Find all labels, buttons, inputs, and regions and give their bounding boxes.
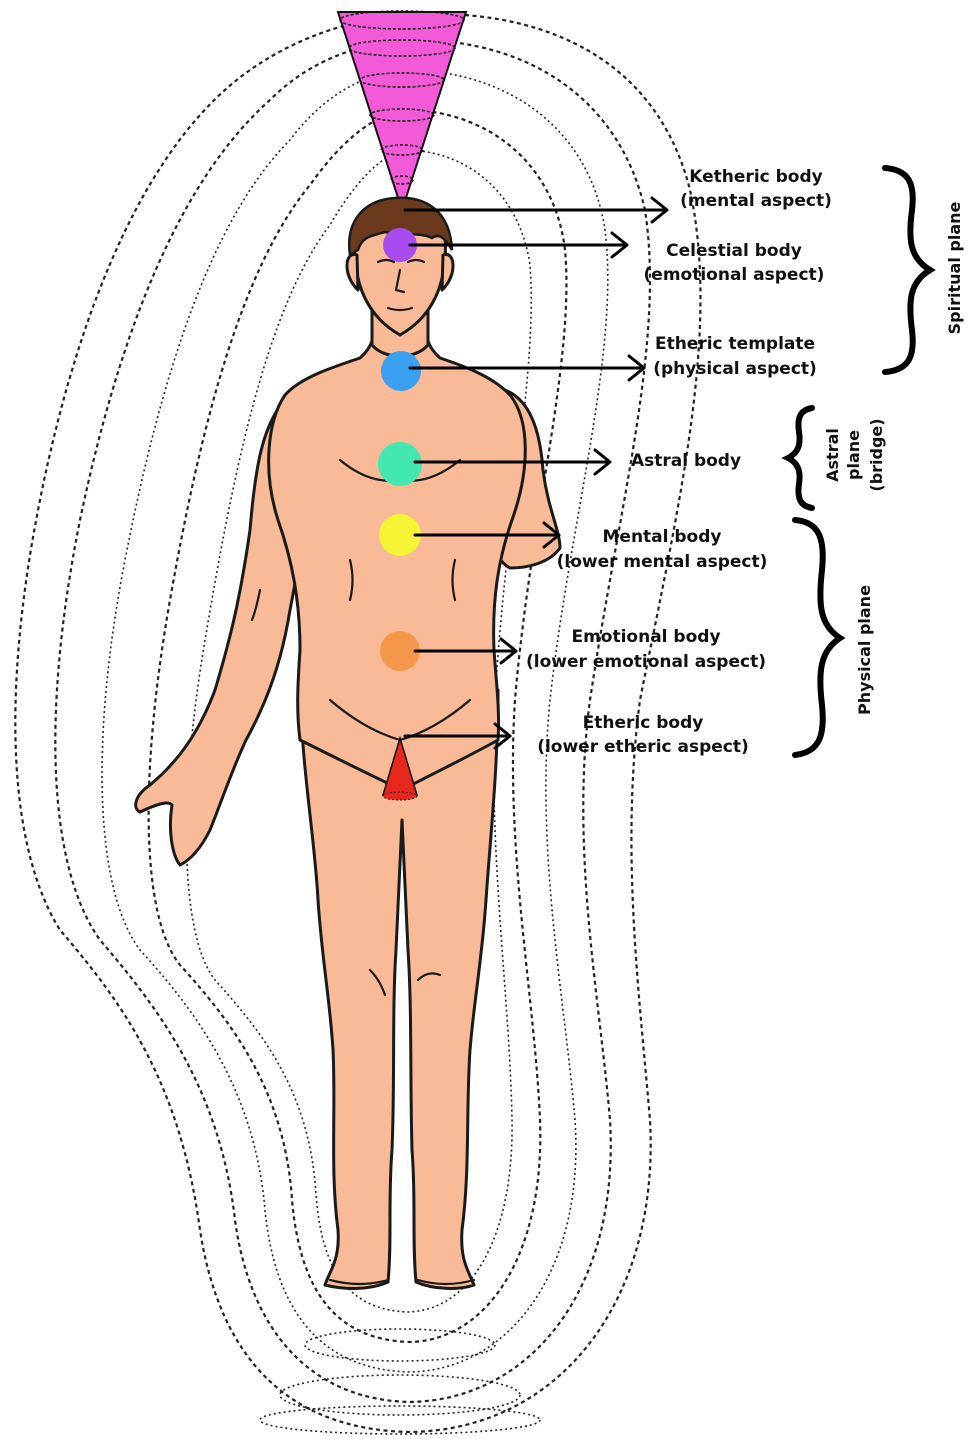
plane-astral-line2: plane xyxy=(844,430,863,480)
plane-astral-line1: Astral xyxy=(823,428,842,482)
brace-spiritual xyxy=(885,168,930,372)
aura-feet-ring-3 xyxy=(260,1406,540,1434)
label-etheric-template-title: Etheric template xyxy=(655,334,815,354)
plane-physical: Physical plane xyxy=(855,585,874,715)
brace-astral xyxy=(788,408,812,508)
label-emotional-title: Emotional body xyxy=(571,627,720,647)
label-etheric-aspect: (lower etheric aspect) xyxy=(537,737,749,757)
label-etheric-template-aspect: (physical aspect) xyxy=(653,359,817,379)
label-emotional-aspect: (lower emotional aspect) xyxy=(526,652,766,672)
label-mental-aspect: (lower mental aspect) xyxy=(557,552,768,572)
plane-astral-line3: (bridge) xyxy=(867,418,886,491)
human-figure xyxy=(136,198,560,1289)
label-mental-title: Mental body xyxy=(603,527,722,547)
label-celestial-aspect: (emotional aspect) xyxy=(644,265,825,285)
label-ketheric-aspect: (mental aspect) xyxy=(680,191,832,211)
chakra-heart xyxy=(378,442,422,486)
plane-spiritual: Spiritual plane xyxy=(945,202,964,335)
right-ear xyxy=(442,254,453,290)
label-celestial-title: Celestial body xyxy=(666,241,802,261)
crown-cone xyxy=(338,11,466,210)
label-etheric-title: Etheric body xyxy=(583,713,704,733)
label-ketheric-title: Ketheric body xyxy=(689,167,822,187)
chakra-throat xyxy=(381,351,421,391)
left-ear xyxy=(347,254,358,290)
brace-physical xyxy=(795,520,840,755)
label-astral-title: Astral body xyxy=(631,451,741,471)
aura-feet-ring-2 xyxy=(305,1329,495,1361)
